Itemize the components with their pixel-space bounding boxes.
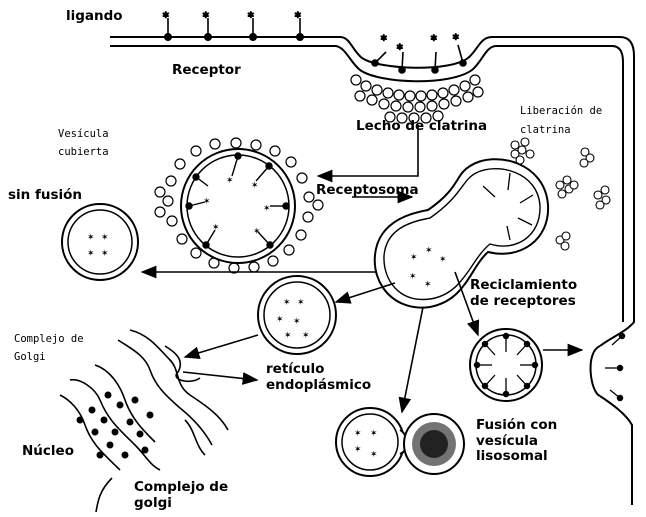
er-vesicle: ✶✶✶✶✶✶ [258,276,336,354]
label-ligando: ligando [66,9,123,25]
svg-text:✶: ✶ [380,34,388,44]
membrane-fusion-vesicle [591,333,625,400]
cell-edge-left [96,478,112,512]
lysosomal-fusion: ✶ ✶ ✶ ✶ [336,408,464,476]
svg-text:✶: ✶ [284,331,292,341]
svg-text:✶: ✶ [101,249,109,259]
svg-text:✶: ✶ [452,33,460,43]
svg-text:✶: ✶ [430,34,438,44]
label-lecho-clatrina: Lecho de clatrina [356,119,487,135]
svg-text:✶: ✶ [251,181,259,191]
svg-text:✶: ✶ [203,197,211,207]
svg-text:✶: ✶ [354,429,362,439]
svg-text:✶: ✶ [424,280,432,290]
svg-text:✶: ✶ [253,227,261,237]
svg-text:✶: ✶ [354,445,362,455]
label-nucleo: Núcleo [22,444,74,460]
label-sin-fusion: sin fusión [8,188,82,204]
svg-text:✶: ✶ [294,11,302,21]
svg-text:✶: ✶ [370,429,378,439]
svg-text:✶: ✶ [410,253,418,263]
svg-text:✶: ✶ [202,11,210,21]
label-receptor: Receptor [172,63,241,79]
svg-text:✶: ✶ [101,233,109,243]
svg-text:✶: ✶ [263,204,271,214]
recycling-vesicle [470,329,542,401]
svg-text:✶: ✶ [370,450,378,460]
svg-text:✶: ✶ [439,255,447,265]
svg-text:✶: ✶ [247,11,255,21]
svg-text:✶: ✶ [297,298,305,308]
svg-text:✶: ✶ [87,233,95,243]
svg-text:✶: ✶ [87,249,95,259]
svg-text:✶: ✶ [302,331,310,341]
svg-text:✶: ✶ [293,317,301,327]
svg-text:✶: ✶ [396,43,404,53]
unfused-vesicle: ✶ ✶ ✶ ✶ [62,204,138,280]
svg-text:✶: ✶ [276,315,284,325]
svg-text:✶: ✶ [409,272,417,282]
svg-text:✶: ✶ [162,11,170,21]
coated-vesicle: ✶ ✶ ✶ ✶ ✶ ✶ [155,138,323,273]
svg-text:✶: ✶ [425,246,433,256]
svg-text:✶: ✶ [226,176,234,186]
svg-text:✶: ✶ [212,223,220,233]
label-receptosoma: Receptosoma [316,183,419,199]
svg-text:✶: ✶ [283,298,291,308]
